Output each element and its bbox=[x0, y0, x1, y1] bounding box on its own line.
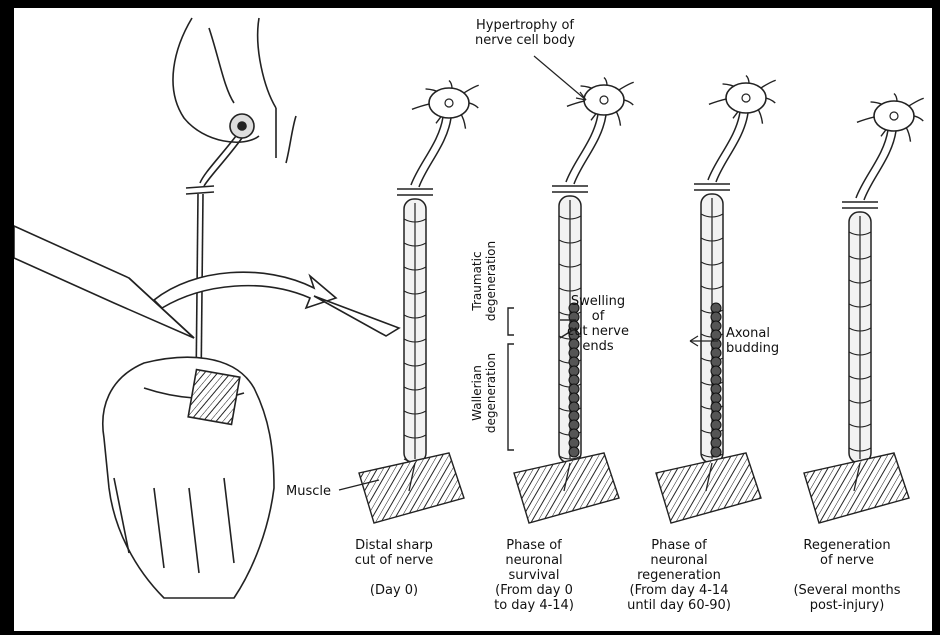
muscle-bundle-4 bbox=[804, 453, 909, 523]
panel-3-time-2: until day 60-90) bbox=[604, 598, 754, 613]
traumatic-degeneration-label: Traumatic degeneration bbox=[470, 226, 498, 336]
swelling-label: Swelling of cut nerve ends bbox=[562, 294, 634, 354]
axonal-line-1: Axonal bbox=[726, 326, 816, 341]
panel-caption-3: Phase of neuronal regeneration (From day… bbox=[604, 538, 754, 613]
traumatic-line-2: degeneration bbox=[484, 226, 498, 336]
panel-2-title-3: survival bbox=[469, 568, 599, 583]
panel-4-time-1: (Several months bbox=[772, 583, 922, 598]
panel-4-title-1: Regeneration bbox=[772, 538, 922, 553]
panel-4-time-2: post-injury) bbox=[772, 598, 922, 613]
neuron-1 bbox=[359, 81, 479, 524]
panel-3-time-1: (From day 4-14 bbox=[604, 583, 754, 598]
hypertrophy-label: Hypertrophy of nerve cell body bbox=[450, 18, 600, 48]
panel-2-time-1: (From day 0 bbox=[469, 583, 599, 598]
wallerian-line-1: Wallerian bbox=[470, 338, 484, 448]
neuron-4 bbox=[804, 94, 924, 524]
wallerian-degeneration-label: Wallerian degeneration bbox=[470, 338, 498, 448]
neuron-sequence bbox=[359, 76, 924, 524]
traumatic-line-1: Traumatic bbox=[470, 226, 484, 336]
transition-arrow bbox=[154, 272, 336, 308]
proximal-axon bbox=[186, 136, 242, 388]
panel-3-title-2: neuronal bbox=[604, 553, 754, 568]
axonal-line-2: budding bbox=[726, 341, 816, 356]
swelling-line-1: Swelling bbox=[562, 294, 634, 309]
axonal-budding-label: Axonal budding bbox=[726, 326, 816, 356]
panel-4-title-2: of nerve bbox=[772, 553, 922, 568]
muscle-bundle-1 bbox=[359, 453, 464, 523]
wallerian-line-2: degeneration bbox=[484, 338, 498, 448]
neuron-3 bbox=[656, 76, 776, 524]
pointer-lines bbox=[339, 56, 718, 490]
panel-3-title-1: Phase of bbox=[604, 538, 754, 553]
panel-2-time-2: to day 4-14) bbox=[469, 598, 599, 613]
panel-2-title-2: neuronal bbox=[469, 553, 599, 568]
muscle-label: Muscle bbox=[286, 484, 346, 499]
illustration-canvas: Hypertrophy of nerve cell body Swelling … bbox=[14, 8, 932, 631]
hand-illustration bbox=[103, 357, 274, 598]
scalpel-illustration bbox=[14, 226, 194, 338]
swelling-line-3: cut nerve bbox=[562, 324, 634, 339]
swelling-line-4: ends bbox=[562, 339, 634, 354]
swelling-line-2: of bbox=[562, 309, 634, 324]
panel-caption-2: Phase of neuronal survival (From day 0 t… bbox=[469, 538, 599, 613]
hypertrophy-line-1: Hypertrophy of bbox=[450, 18, 600, 33]
panel-caption-1: Distal sharp cut of nerve (Day 0) bbox=[334, 538, 454, 598]
panel-1-title-1: Distal sharp bbox=[334, 538, 454, 553]
panel-1-title-2: cut of nerve bbox=[334, 553, 454, 568]
muscle-bundle-2 bbox=[514, 453, 619, 523]
panel-3-title-3: regeneration bbox=[604, 568, 754, 583]
scalpel-at-cut bbox=[314, 296, 399, 336]
hypertrophy-line-2: nerve cell body bbox=[450, 33, 600, 48]
panel-2-title-1: Phase of bbox=[469, 538, 599, 553]
panel-1-time-1: (Day 0) bbox=[334, 583, 454, 598]
muscle-bundle-3 bbox=[656, 453, 761, 523]
spinal-cord-section bbox=[173, 18, 296, 163]
panel-caption-4: Regeneration of nerve (Several months po… bbox=[772, 538, 922, 613]
